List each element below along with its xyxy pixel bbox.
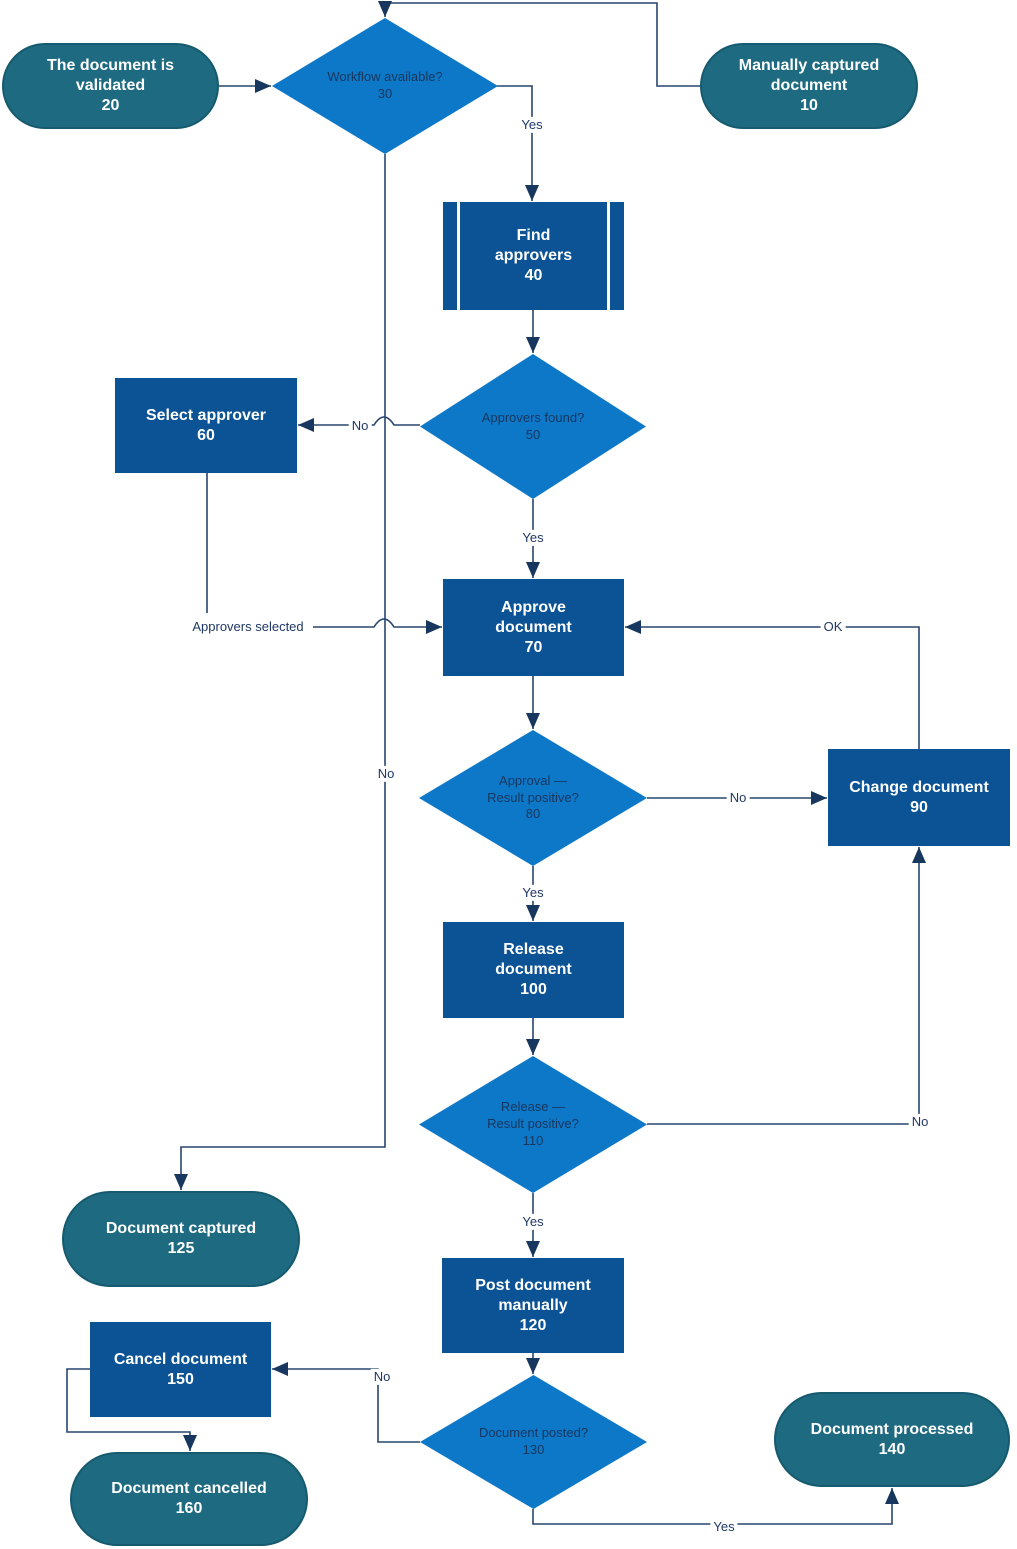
node-label: Change document <box>849 778 989 796</box>
node-label: Document cancelled <box>111 1480 267 1497</box>
edge-label-no: No <box>374 765 398 783</box>
node-id: 140 <box>878 1440 906 1458</box>
node-release-document: Release document 100 <box>443 922 624 1018</box>
node-label: Manually captured <box>738 57 880 74</box>
node-label: Release <box>503 941 564 958</box>
edge-label-no: No <box>726 789 750 807</box>
node-label: Document captured <box>105 1220 257 1237</box>
node-label: document <box>495 618 572 636</box>
node-id: 50 <box>525 426 541 442</box>
edge-label-approvers-selected: Approvers selected <box>189 618 307 636</box>
node-id: 125 <box>167 1240 195 1257</box>
node-label: Document posted? <box>478 1425 589 1441</box>
edge-150-160 <box>66 1368 197 1451</box>
node-id: 20 <box>101 97 120 114</box>
subprocess-stripe-left <box>457 202 460 310</box>
node-label: Approve <box>501 598 566 616</box>
edge-label-yes: Yes <box>519 884 547 902</box>
edge-label-yes: Yes <box>519 529 547 547</box>
node-id: 120 <box>519 1316 547 1334</box>
node-label: Select approver <box>145 406 267 424</box>
node-the-document-is-validated: The document is validated 20 <box>2 43 219 129</box>
node-id: 70 <box>524 638 543 656</box>
edge-label-yes: Yes <box>710 1518 738 1536</box>
node-id: 100 <box>520 981 547 998</box>
node-manually-captured-document: Manually captured document 10 <box>700 43 918 129</box>
node-find-approvers-subprocess: Find approvers 40 <box>443 202 624 310</box>
node-change-document: Change document 90 <box>828 749 1010 846</box>
node-label: document <box>770 77 848 94</box>
edge-130-150-no <box>272 1362 420 1443</box>
node-document-processed: Document processed 140 <box>774 1392 1010 1487</box>
edge-label-no: No <box>908 1113 932 1131</box>
node-document-cancelled: Document cancelled 160 <box>70 1452 308 1546</box>
node-approve-document: Approve document 70 <box>443 579 624 676</box>
node-label: Approvers found? <box>481 409 585 425</box>
node-label: Find <box>516 227 551 244</box>
edge-110-90-no <box>647 847 926 1125</box>
node-label: document <box>495 961 572 978</box>
node-cancel-document: Cancel document 150 <box>90 1322 271 1417</box>
node-post-document-manually: Post document manually 120 <box>442 1258 624 1353</box>
edge-10-30 <box>378 1 700 87</box>
node-id: 160 <box>175 1500 203 1517</box>
edge-30-40-yes <box>497 85 539 201</box>
edge-50-60-no <box>298 416 420 432</box>
subprocess-stripe-right <box>607 202 610 310</box>
edge-label-yes: Yes <box>518 116 546 134</box>
node-label: Result positive? <box>487 789 579 805</box>
node-id: 150 <box>167 1370 194 1388</box>
node-id: 90 <box>910 798 928 816</box>
edge-label-yes: Yes <box>519 1213 547 1231</box>
node-label: Post document <box>475 1276 591 1294</box>
node-id: 130 <box>522 1442 545 1457</box>
node-label: Approval — <box>499 772 567 788</box>
edge-label-no: No <box>370 1368 394 1386</box>
node-label: validated <box>75 77 146 94</box>
edge-60-70-approvers-selected-2 <box>313 618 442 634</box>
node-id: 60 <box>197 426 215 444</box>
node-id: 10 <box>800 97 818 114</box>
node-label: Document processed <box>810 1420 974 1438</box>
node-label: Release — <box>500 1099 566 1115</box>
node-label: Cancel document <box>113 1350 248 1368</box>
node-id: 80 <box>525 806 541 822</box>
node-label: Result positive? <box>487 1116 579 1132</box>
node-label: The document is <box>46 57 175 74</box>
node-id: 40 <box>524 267 543 284</box>
edge-30-125-no <box>174 154 386 1190</box>
node-id: 30 <box>377 86 393 101</box>
node-label: manually <box>498 1296 568 1314</box>
node-id: 110 <box>522 1132 544 1148</box>
node-label: Workflow available? <box>327 69 443 85</box>
node-document-captured: Document captured 125 <box>62 1191 300 1287</box>
edge-label-ok: OK <box>820 618 846 636</box>
node-label: approvers <box>494 247 573 264</box>
edge-label-no: No <box>348 417 372 435</box>
edge-90-70-ok <box>625 620 920 749</box>
node-select-approver: Select approver 60 <box>115 378 297 473</box>
